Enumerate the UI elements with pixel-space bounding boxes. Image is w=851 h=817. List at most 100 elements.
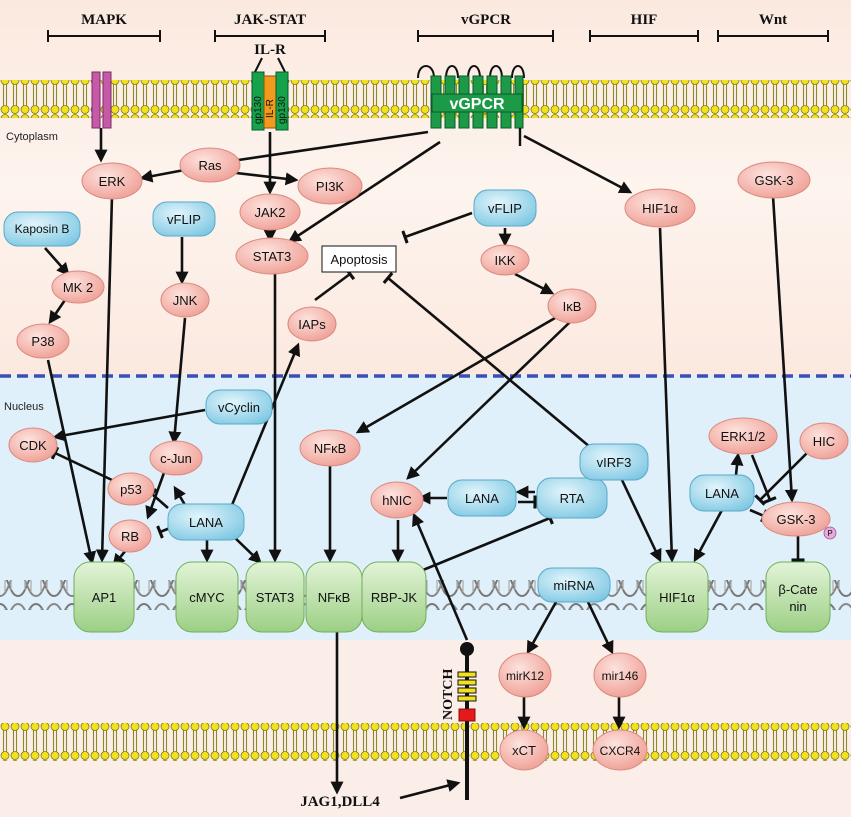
nfkb-nucleus-label: NFκB [314, 441, 347, 456]
header-jak-stat: JAK-STAT [234, 12, 306, 28]
lana-mid-label: LANA [465, 491, 499, 506]
header-vgpcr: vGPCR [461, 12, 511, 28]
rta-label: RTA [560, 491, 585, 506]
phospho-badge [823, 526, 837, 540]
gsk3-nucleus-node [761, 501, 831, 537]
kaposin-b-node [3, 211, 81, 247]
hnic-label: hNIC [382, 493, 412, 508]
cytoplasm-region [0, 0, 851, 375]
tf-nfkb-label: NFκB [318, 590, 351, 605]
apoptosis-box [321, 245, 397, 273]
tf-rbpjk [361, 561, 427, 633]
ikk-label: IKK [495, 253, 516, 268]
vflip-left-label: vFLIP [167, 212, 201, 227]
gsk3-nucleus-label: GSK-3 [776, 512, 815, 527]
jnk-node [160, 282, 210, 318]
phospho-label: P [827, 529, 832, 538]
lana-left-node [167, 503, 245, 541]
pi3k-node [297, 167, 363, 205]
erk12-node [708, 417, 778, 455]
tf-cmyc-label: cMYC [189, 590, 224, 605]
mapk-receptor [91, 71, 112, 129]
cdk-label: CDK [19, 438, 47, 453]
tf-beta-catenin-label-2: nin [789, 599, 806, 614]
mk2-node [51, 270, 105, 304]
mir146-label: mir146 [602, 669, 639, 683]
vgpcr-receptor-label: vGPCR [449, 96, 505, 113]
lana-left-label: LANA [189, 515, 223, 530]
tf-stat3 [245, 561, 305, 633]
vflip-right-label: vFLIP [488, 201, 522, 216]
il-r-receptor-label: IL-R [265, 99, 276, 118]
vcyclin-node [205, 389, 273, 425]
header-mapk: MAPK [81, 12, 127, 28]
rta-node [536, 477, 608, 519]
gsk3-cytoplasm-node [737, 161, 811, 199]
ras-label: Ras [198, 158, 222, 173]
header-il-r: IL-R [254, 42, 286, 58]
cjun-label: c-Jun [160, 451, 192, 466]
il-r-gp130-receptor [251, 57, 289, 131]
iaps-label: IAPs [298, 317, 326, 332]
p38-node [16, 323, 70, 359]
ikb-label: IκB [563, 299, 582, 314]
tf-beta-catenin-label-1: β-Cate [778, 582, 817, 597]
virf3-label: vIRF3 [597, 455, 632, 470]
pathway-headers [47, 30, 829, 42]
hif1a-cytoplasm-node [624, 188, 696, 228]
cytoplasm-label: Cytoplasm [6, 131, 58, 143]
bottom-membrane [0, 723, 851, 761]
p53-node [107, 472, 155, 506]
tf-rbpjk-label: RBP-JK [371, 590, 418, 605]
ras-node [179, 147, 241, 183]
ligands-label: JAG1,DLL4 [300, 794, 380, 810]
mirna-label: miRNA [553, 578, 594, 593]
mk2-label: MK 2 [63, 280, 93, 295]
header-wnt: Wnt [759, 12, 787, 28]
jak2-node [239, 193, 301, 231]
vflip-left-node [152, 201, 216, 237]
tf-stat3-label: STAT3 [256, 590, 295, 605]
cjun-node [149, 440, 203, 476]
tf-hif1a [645, 561, 709, 633]
nfkb-nucleus-node [299, 429, 361, 467]
pi3k-label: PI3K [316, 179, 345, 194]
erk-node [81, 162, 143, 200]
erk12-label: ERK1/2 [721, 429, 766, 444]
nucleus-label: Nucleus [4, 401, 44, 413]
gp130-right-label: gp130 [277, 96, 288, 124]
hic-node [799, 422, 849, 460]
xct-node [499, 729, 549, 771]
vgpcr-receptor [417, 65, 525, 146]
tf-cmyc [175, 561, 239, 633]
xct-label: xCT [512, 743, 536, 758]
jak2-label: JAK2 [254, 205, 285, 220]
gsk3-cytoplasm-label: GSK-3 [754, 173, 793, 188]
ikk-node [480, 244, 530, 276]
cxcr4-node [592, 729, 648, 771]
stat3-cytoplasm-node [235, 237, 309, 275]
rb-label: RB [121, 529, 139, 544]
gp130-left-label: gp130 [253, 96, 264, 124]
hif1a-cytoplasm-label: HIF1α [642, 201, 678, 216]
stat3-cytoplasm-label: STAT3 [253, 249, 292, 264]
vflip-right-node [473, 189, 537, 227]
lana-mid-node [447, 479, 517, 517]
lana-right-label: LANA [705, 486, 739, 501]
top-membrane [0, 80, 851, 118]
rb-node [108, 519, 152, 553]
tf-beta-catenin [765, 561, 831, 633]
mir146-node [593, 652, 647, 698]
ikb-node [547, 288, 597, 324]
cxcr4-label: CXCR4 [600, 744, 641, 758]
erk-label: ERK [99, 174, 126, 189]
vcyclin-label: vCyclin [218, 400, 260, 415]
p38-label: P38 [31, 334, 54, 349]
mirna-node [537, 567, 611, 603]
tf-hif1a-label: HIF1α [659, 590, 695, 605]
kaposin-b-label: Kaposin B [15, 222, 70, 236]
iaps-node [287, 306, 337, 342]
hnic-node [370, 481, 424, 519]
hic-label: HIC [813, 434, 835, 449]
